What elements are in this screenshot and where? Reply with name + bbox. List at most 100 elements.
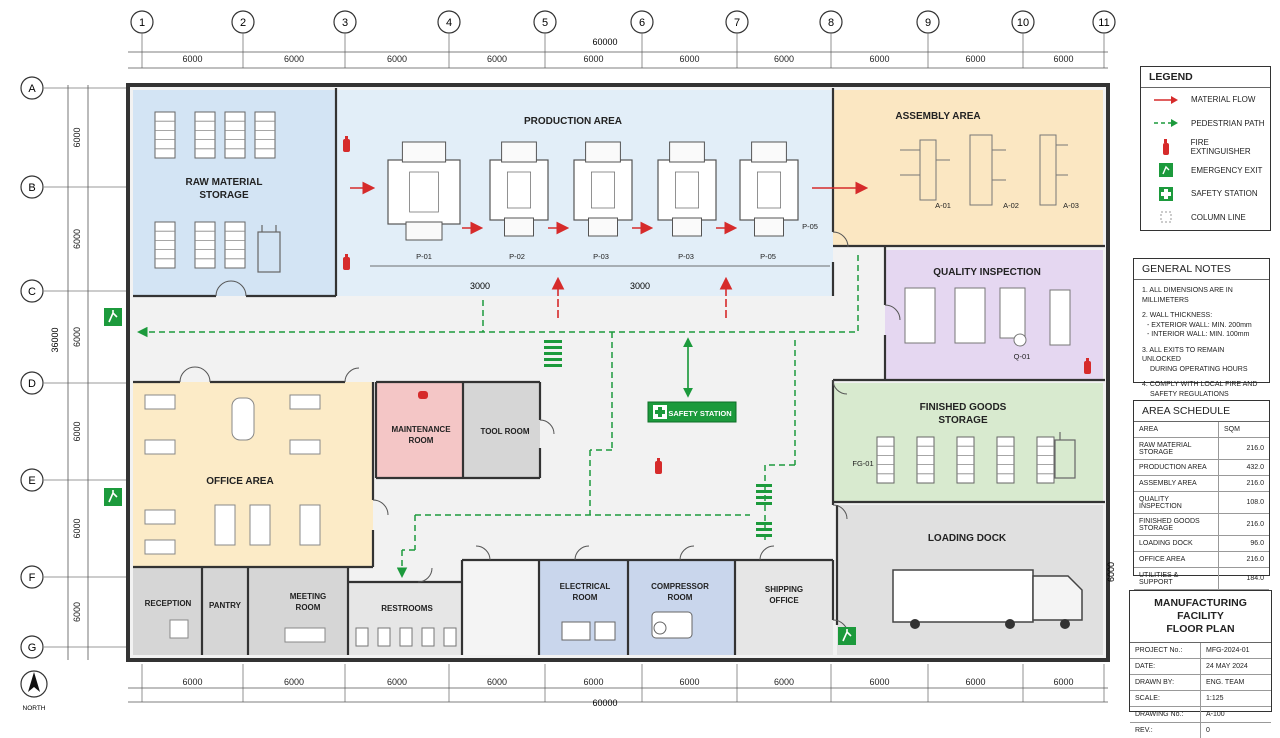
schedule-area-name: ASSEMBLY AREA [1134, 476, 1219, 492]
note-line: SAFETY REGULATIONS [1142, 391, 1229, 398]
label-line: RAW MATERIAL [185, 177, 262, 188]
schedule-area-name: PRODUCTION AREA [1134, 460, 1219, 476]
schedule-area-sqm: 216.0 [1219, 438, 1270, 460]
press-tag: P-03 [593, 252, 609, 261]
room-label-tool: TOOL ROOM [480, 427, 529, 436]
legend-label: EMERGENCY EXIT [1191, 166, 1262, 175]
grid-column-label: 3 [342, 17, 348, 29]
drawing-title: MANUFACTURING FACILITY FLOOR PLAN [1130, 591, 1271, 643]
compressor-zone [628, 560, 735, 655]
reception-zone [133, 567, 202, 655]
grid-row-label: A [28, 83, 36, 95]
schedule-area-sqm: 96.0 [1219, 536, 1270, 552]
grid-column-label: 4 [446, 17, 452, 29]
title-block-key: REV.: [1130, 723, 1201, 738]
schedule-area-sqm: 216.0 [1219, 552, 1270, 568]
storage-rack [225, 112, 245, 158]
truck [893, 570, 1082, 629]
grid-row-bubble: A [21, 77, 126, 99]
bay-dimension-bottom: 6000 [583, 677, 603, 687]
schedule-area-name: UTILITIES & SUPPORT [1134, 568, 1219, 590]
grid-column-label: 9 [925, 17, 931, 29]
legend-panel: LEGEND MATERIAL FLOW PEDESTRIAN PATH FIR… [1140, 66, 1271, 231]
notes-title: GENERAL NOTES [1134, 259, 1269, 280]
title-block-value: MFG-2024-01 [1201, 643, 1272, 659]
legend-label: FIRE EXTINGUISHER [1191, 138, 1270, 156]
bay-dimension-top: 6000 [583, 54, 603, 64]
bay-dimension-top: 6000 [487, 54, 507, 64]
title-block-row: DATE:24 MAY 2024 [1130, 659, 1271, 675]
grid-row-bubble: F [21, 566, 126, 588]
note-line: - INTERIOR WALL: MIN. 100mm [1142, 331, 1249, 338]
title-block-key: DRAWN BY: [1130, 675, 1201, 691]
storage-rack [997, 437, 1014, 483]
schedule-title: AREA SCHEDULE [1134, 401, 1269, 422]
schedule-area-name: OFFICE AREA [1134, 552, 1219, 568]
schedule-area-name: FINISHED GOODS STORAGE [1134, 514, 1219, 536]
note-line: 3. ALL EXITS TO REMAIN UNLOCKED [1142, 347, 1224, 364]
grid-column-label: 11 [1098, 17, 1109, 29]
note-2: 2. WALL THICKNESS:- EXTERIOR WALL: MIN. … [1142, 311, 1261, 340]
bay-dimension-bottom: 6000 [1053, 677, 1073, 687]
label-line: OFFICE [769, 596, 799, 605]
grid-row-label: F [29, 572, 36, 584]
bay-dimension-side: 6000 [72, 602, 82, 622]
grid-column-label: 10 [1017, 17, 1029, 29]
label-line: ROOM [409, 436, 434, 445]
legend-label: PEDESTRIAN PATH [1191, 119, 1265, 128]
emergency-exit-icon [104, 308, 122, 326]
title-block-row: SCALE:1:125 [1130, 691, 1271, 707]
pantry-zone [202, 567, 248, 655]
legend-title: LEGEND [1141, 67, 1270, 88]
bay-dimension-top: 6000 [774, 54, 794, 64]
grid-row-bubble: B [21, 176, 126, 198]
title-block-value: ENG. TEAM [1201, 675, 1272, 691]
legend-item-safety-station: SAFETY STATION [1141, 182, 1270, 206]
bay-dimension-bottom: 6000 [869, 677, 889, 687]
storage-rack [255, 112, 275, 158]
bay-dimension-side: 6000 [72, 327, 82, 347]
emergency-exit-icon [104, 488, 122, 506]
storage-rack [877, 437, 894, 483]
bay-dimension-top: 6000 [387, 54, 407, 64]
room-label-office: OFFICE AREA [206, 476, 273, 487]
press-tag: P-03 [678, 252, 694, 261]
bay-dimension-bottom: 6000 [965, 677, 985, 687]
press-tag: P-02 [509, 252, 525, 261]
sub-dim-2: 3000 [630, 281, 650, 291]
schedule-header-sqm: SQM [1219, 422, 1270, 438]
title-block-value: 0 [1201, 723, 1272, 738]
bay-dimension-bottom: 6000 [387, 677, 407, 687]
storage-rack [195, 222, 215, 268]
north-label: NORTH [23, 705, 46, 712]
bay-dimension-top: 6000 [1053, 54, 1073, 64]
grid-row-bubble: C [21, 280, 126, 302]
label-line: ROOM [296, 603, 321, 612]
legend-label: COLUMN LINE [1191, 213, 1246, 222]
bay-dimension-side: 6000 [72, 127, 82, 147]
legend-item-column-line: COLUMN LINE [1141, 206, 1270, 230]
storage-rack [1037, 437, 1054, 483]
label-line: COMPRESSOR [651, 582, 709, 591]
schedule-header-row: AREA SQM [1134, 422, 1269, 438]
label-line: STORAGE [938, 415, 988, 426]
grid-column-label: 8 [828, 17, 834, 29]
label-line: ROOM [668, 593, 693, 602]
overall-height: 36000 [50, 327, 60, 352]
title-block-panel: MANUFACTURING FACILITY FLOOR PLAN PROJEC… [1129, 590, 1272, 712]
column-line-icon [1151, 210, 1181, 224]
legend-item-pedestrian-path: PEDESTRIAN PATH [1141, 112, 1270, 136]
material-flow-arrow-icon [1151, 93, 1181, 107]
bay-dimension-bottom: 6000 [182, 677, 202, 687]
sub-dim-1: 3000 [470, 281, 490, 291]
label-line: FINISHED GOODS [920, 402, 1007, 413]
storage-rack [957, 437, 974, 483]
bay-dimension-bottom: 6000 [774, 677, 794, 687]
pedestrian-path-arrow-icon [1151, 116, 1181, 130]
